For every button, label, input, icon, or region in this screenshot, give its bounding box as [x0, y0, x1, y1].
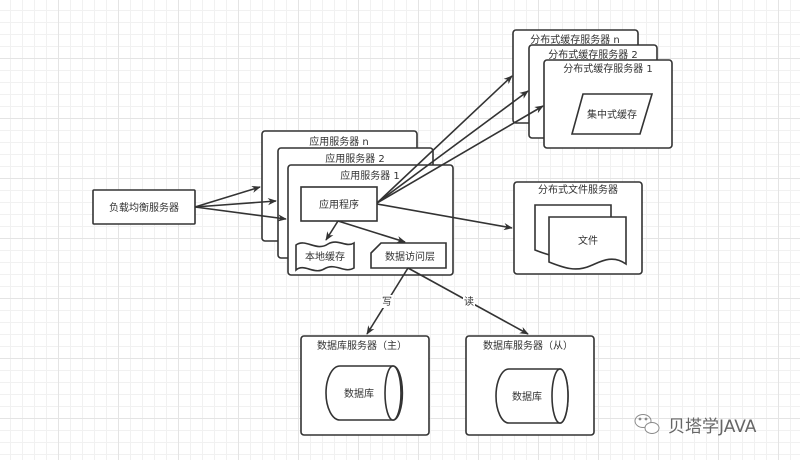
app-server-1-label: 应用服务器 1 [340, 169, 400, 182]
local-cache-label: 本地缓存 [305, 250, 345, 263]
data-access-layer-node[interactable]: 数据访问层 [370, 242, 447, 269]
db-master-database-label: 数据库 [344, 387, 374, 400]
app-server-2-label: 应用服务器 2 [325, 152, 385, 165]
app-server-n-label: 应用服务器 n [309, 135, 369, 148]
cache-server-n-label: 分布式缓存服务器 n [530, 33, 620, 46]
db-master-node[interactable]: 数据库服务器（主） 数据库 [300, 335, 430, 436]
db-slave-node[interactable]: 数据库服务器（从） 数据库 [465, 335, 595, 436]
central-cache-node[interactable]: 集中式缓存 [570, 93, 654, 135]
watermark: 贝塔学JAVA [634, 414, 757, 437]
db-master-label: 数据库服务器（主） [317, 339, 407, 352]
central-cache-label: 集中式缓存 [587, 108, 637, 121]
data-access-layer-label: 数据访问层 [385, 250, 435, 263]
edge-read-label: 读 [464, 295, 474, 308]
db-slave-label: 数据库服务器（从） [483, 339, 573, 352]
file-label: 文件 [578, 234, 598, 247]
cache-server-1-label: 分布式缓存服务器 1 [563, 62, 653, 75]
edge-app-to-file-server [376, 203, 513, 231]
edge-lb-to-app-n [194, 185, 261, 208]
db-master-cylinder: 数据库 [325, 365, 404, 421]
edge-app-to-cache-n [376, 75, 513, 204]
edge-lb-to-app-1 [194, 206, 287, 222]
edge-read-label-bg [463, 295, 475, 308]
app-program-node[interactable]: 应用程序 [300, 186, 378, 222]
cache-server-2-label: 分布式缓存服务器 2 [548, 48, 638, 61]
wechat-icon [634, 414, 660, 434]
edge-app-to-data-access [337, 220, 406, 244]
edge-app-to-cache-1 [376, 105, 544, 204]
edge-write-label-bg [381, 295, 393, 308]
app-program-label: 应用程序 [319, 198, 359, 211]
file-node[interactable]: 文件 [534, 204, 627, 270]
load-balancer-node[interactable]: 负载均衡服务器 [92, 189, 196, 225]
edge-write-label: 写 [382, 296, 392, 308]
db-slave-database-label: 数据库 [512, 390, 542, 403]
local-cache-node[interactable]: 本地缓存 [295, 241, 355, 272]
load-balancer-label: 负载均衡服务器 [109, 201, 179, 214]
db-slave-cylinder: 数据库 [495, 368, 569, 424]
watermark-text: 贝塔学JAVA [668, 417, 757, 437]
file-server-label: 分布式文件服务器 [538, 183, 618, 196]
edge-app-to-local-cache [325, 220, 339, 241]
edge-app-to-cache-2 [376, 90, 529, 204]
edge-lb-to-app-2 [194, 198, 277, 208]
